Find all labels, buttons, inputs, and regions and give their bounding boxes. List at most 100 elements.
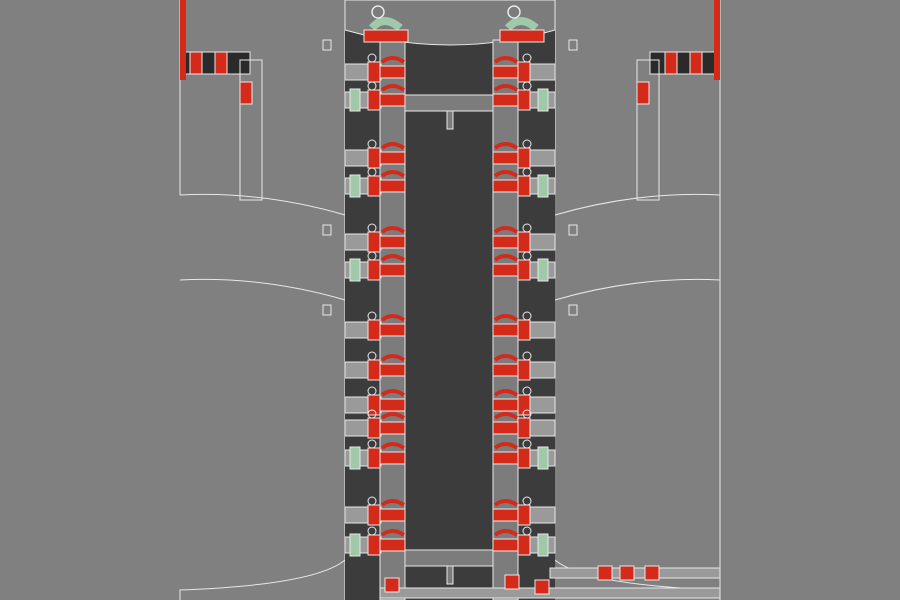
valve-handwheel-icon (367, 496, 377, 506)
pipe-clamp-icon (492, 263, 519, 277)
valve-handwheel-icon (522, 53, 532, 63)
pipe-elbow-icon (504, 17, 539, 32)
edge-fitting (714, 0, 720, 80)
pipe-clamp-icon (493, 226, 519, 234)
nozzle-marker (568, 304, 578, 316)
valve-handwheel-icon (367, 526, 377, 536)
branch-row (344, 351, 556, 381)
pipe-clamp-icon (534, 579, 550, 595)
pipe-clamp-icon (379, 451, 406, 465)
nozzle-marker (568, 224, 578, 236)
pipe-clamp-icon (367, 89, 381, 111)
flange-icon (537, 174, 549, 198)
branch-row (344, 223, 556, 253)
pipe-clamp-icon (517, 447, 531, 469)
pipe-clamp-icon (380, 84, 406, 92)
flange-icon (537, 88, 549, 112)
pipe-clamp-icon (517, 175, 531, 197)
pipe-clamp-icon (380, 142, 406, 150)
valve-handwheel-icon (367, 386, 377, 396)
pipe-clamp-icon (380, 442, 406, 450)
pipe-clamp-icon (189, 51, 203, 75)
pipe-elbow-icon (368, 17, 403, 32)
pipe-clamp-icon (492, 451, 519, 465)
pipe-clamp-icon (239, 81, 253, 105)
crossover-pipe (404, 94, 494, 112)
branch-row (344, 386, 556, 416)
pipe-clamp-icon (380, 412, 406, 420)
valve-handwheel-icon (522, 81, 532, 91)
pipe-elbow-icon (636, 51, 721, 201)
pipe-clamp-icon (517, 319, 531, 341)
pipe-clamp-icon (379, 235, 406, 249)
pipe-clamp-icon (493, 254, 519, 262)
valve-handwheel-icon (367, 53, 377, 63)
valve-handwheel-icon (522, 439, 532, 449)
pipe-clamp-icon (367, 147, 381, 169)
pipe-clamp-icon (493, 56, 519, 64)
nozzle-marker (322, 304, 332, 316)
pipe-clamp-icon (492, 151, 519, 165)
valve-handwheel-icon (507, 5, 521, 19)
pipe-clamp-icon (517, 147, 531, 169)
pipe-clamp-icon (367, 447, 381, 469)
pipe-clamp-icon (517, 231, 531, 253)
pipe-segment (636, 59, 660, 201)
branch-row (344, 496, 556, 526)
pipe-clamp-icon (367, 175, 381, 197)
valve-handwheel-icon (522, 409, 532, 419)
valve-handwheel-icon (367, 251, 377, 261)
branch-row (344, 81, 556, 112)
valve-handwheel-icon (367, 439, 377, 449)
pipe-clamp-icon (367, 61, 381, 83)
valve-handwheel-icon (522, 386, 532, 396)
pipe-clamp-icon (367, 359, 381, 381)
pipe-clamp-icon (517, 89, 531, 111)
branch-row (344, 311, 556, 341)
pipe-clamp-icon (367, 534, 381, 556)
valve-handwheel-icon (522, 351, 532, 361)
pipe-clamp-icon (367, 504, 381, 526)
valve-handwheel-icon (367, 167, 377, 177)
pipe-clamp-icon (379, 538, 406, 552)
pipe-clamp-icon (379, 363, 406, 377)
pipe-segment (239, 59, 263, 201)
branch-row (344, 251, 556, 282)
pipe-clamp-icon (384, 577, 400, 593)
pipe-clamp-icon (504, 574, 520, 590)
pipe-clamp-icon (517, 534, 531, 556)
pipe-clamp-icon (367, 319, 381, 341)
pipe-clamp-icon (517, 259, 531, 281)
pipe-clamp-icon (493, 84, 519, 92)
valve-handwheel-icon (522, 167, 532, 177)
valve-handwheel-icon (371, 5, 385, 19)
pipe-clamp-icon (492, 363, 519, 377)
flange-icon (349, 174, 361, 198)
pipe-clamp-icon (689, 51, 703, 75)
flange-icon (349, 446, 361, 470)
valve-handwheel-icon (367, 139, 377, 149)
pipe-segment (649, 51, 721, 75)
pipe-clamp-icon (517, 417, 531, 439)
branch-row (344, 439, 556, 470)
pipe-clamp-icon (363, 29, 409, 43)
pipe-clamp-icon (214, 51, 228, 75)
valve-handwheel-icon (522, 223, 532, 233)
pipe-clamp-icon (499, 29, 545, 43)
branch-row (344, 409, 556, 439)
pipe-clamp-icon (380, 354, 406, 362)
crossover-pipe (404, 549, 494, 567)
pipe-elbow-icon (179, 51, 263, 201)
valve-handwheel-icon (522, 496, 532, 506)
drain-leg (446, 565, 454, 585)
flange-icon (349, 533, 361, 557)
pipe-clamp-icon (379, 179, 406, 193)
pipe-clamp-icon (380, 389, 406, 397)
pipe-clamp-icon (380, 529, 406, 537)
valve-handwheel-icon (522, 139, 532, 149)
flange-icon (537, 446, 549, 470)
pipe-clamp-icon (367, 394, 381, 416)
pipe-clamp-icon (379, 65, 406, 79)
flange-icon (537, 258, 549, 282)
